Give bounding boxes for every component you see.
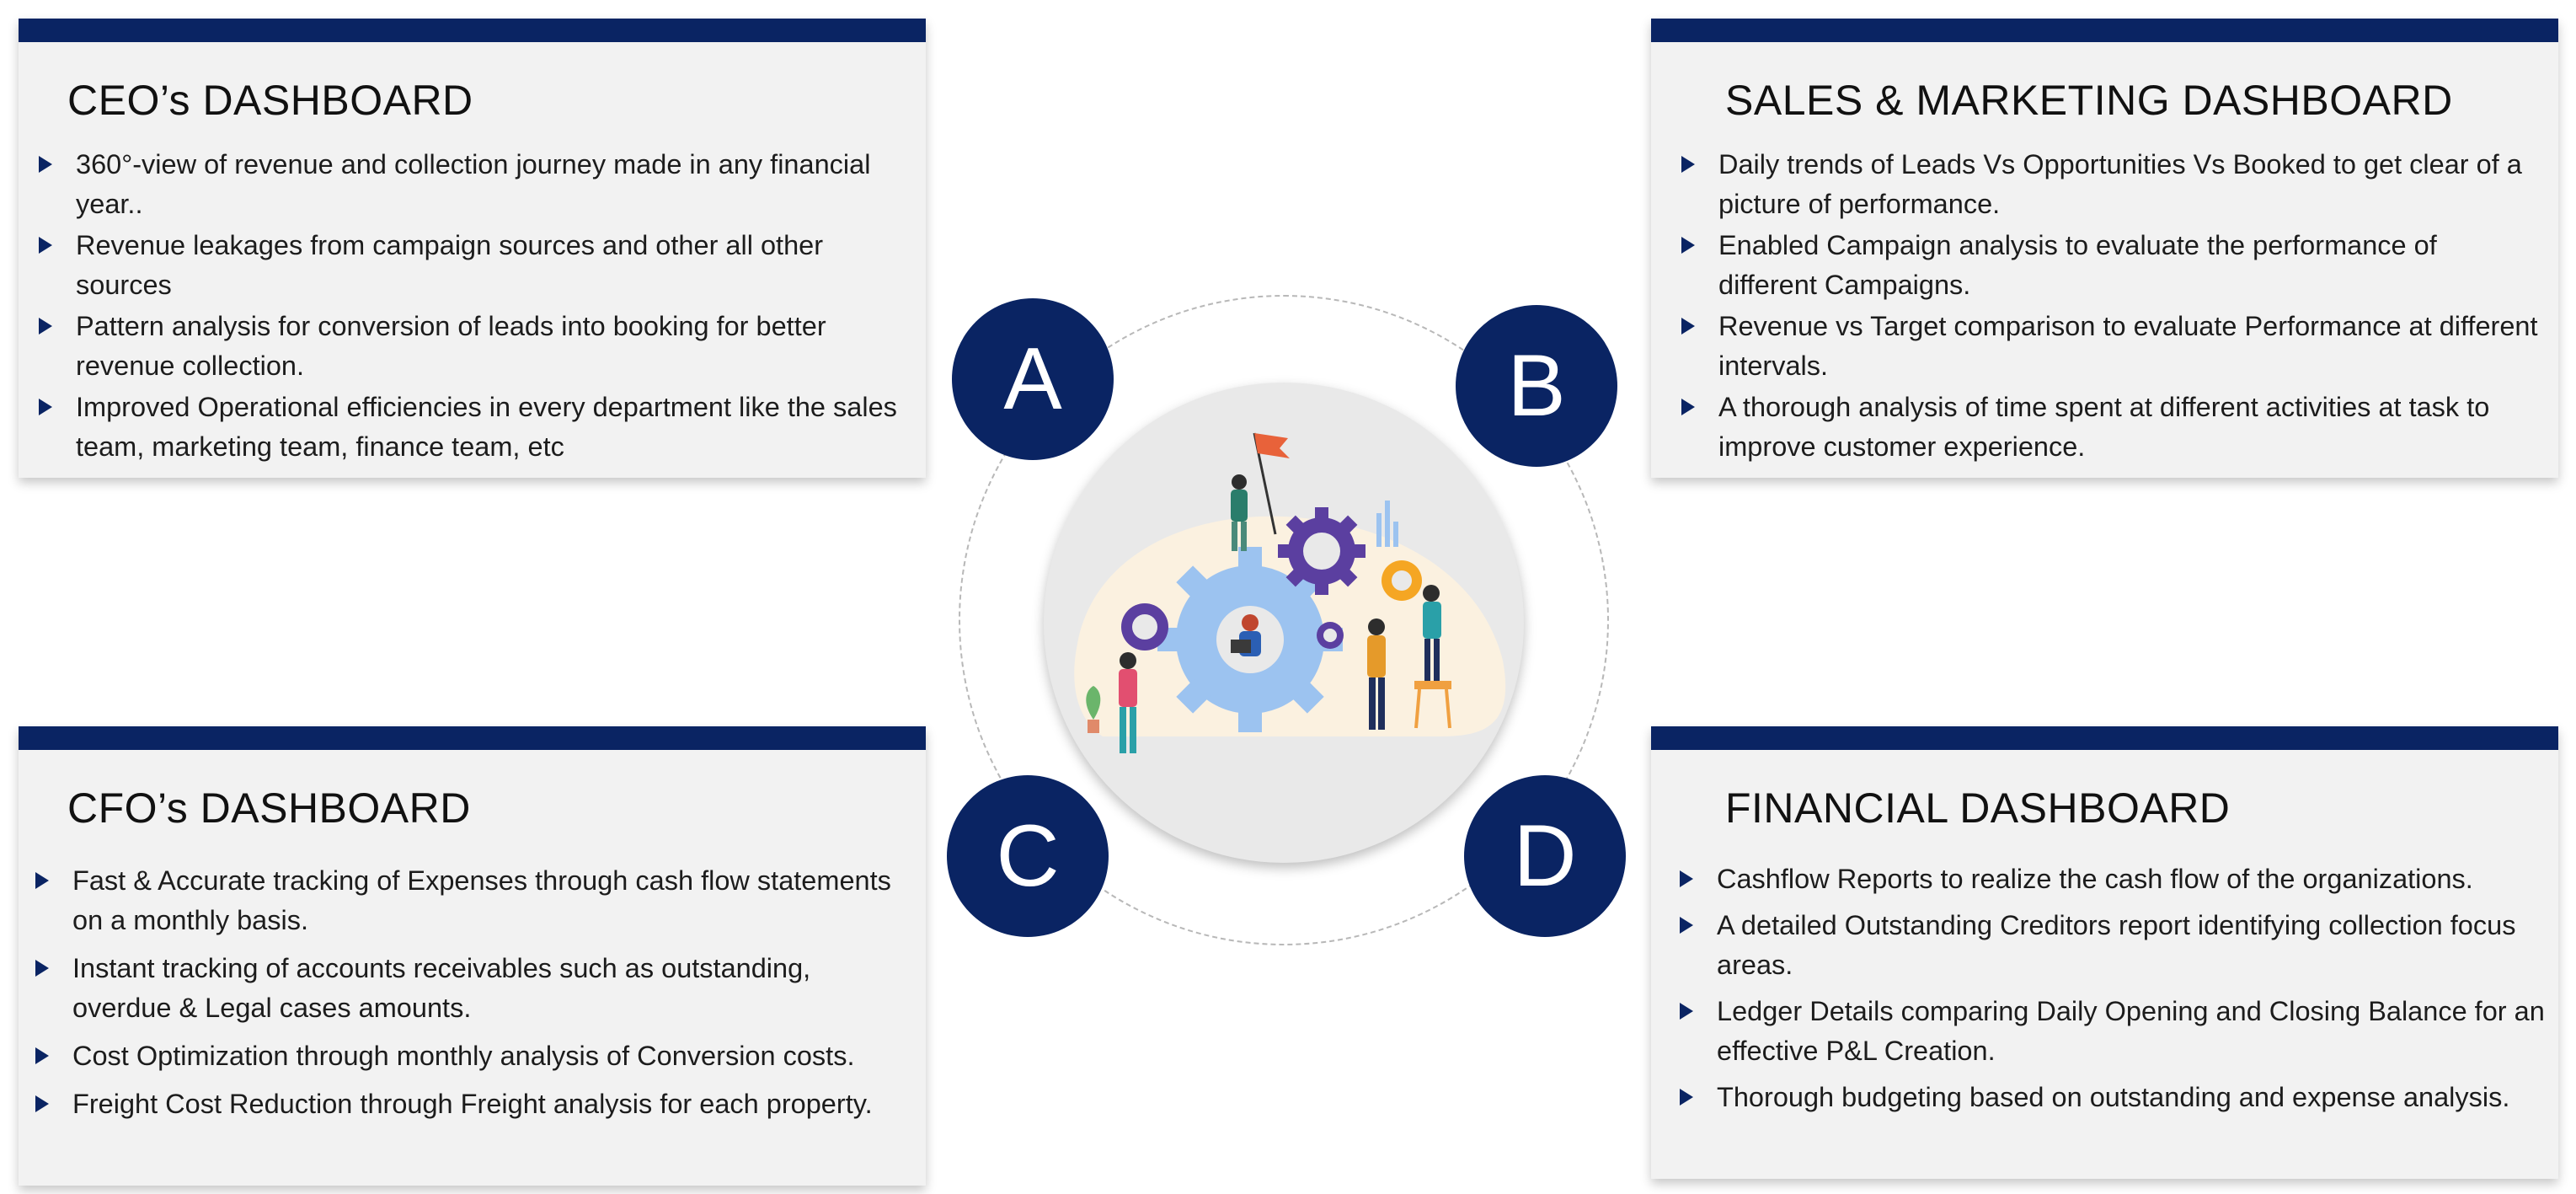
badge-b: B [1456, 305, 1617, 467]
list-item: Revenue leakages from campaign sources a… [39, 226, 906, 305]
list-item: Cost Optimization through monthly analys… [35, 1036, 911, 1076]
bullet-arrow-icon [1680, 1003, 1693, 1020]
card-header-bar [19, 19, 926, 42]
bullet-arrow-icon [1681, 399, 1695, 415]
bullet-arrow-icon [35, 1095, 49, 1112]
feature-list: Fast & Accurate tracking of Expenses thr… [35, 861, 911, 1132]
badge-c: C [947, 775, 1109, 937]
bullet-arrow-icon [39, 318, 52, 335]
bullet-arrow-icon [35, 960, 49, 977]
center-illustration [1044, 383, 1524, 863]
list-item: Cashflow Reports to realize the cash flo… [1680, 859, 2547, 899]
list-item: Revenue vs Target comparison to evaluate… [1681, 307, 2541, 386]
card-header-bar [1651, 726, 2558, 750]
bullet-arrow-icon [35, 872, 49, 889]
list-item: Improved Operational efficiencies in eve… [39, 388, 906, 467]
list-item: Ledger Details comparing Daily Opening a… [1680, 992, 2547, 1071]
list-item: A thorough analysis of time spent at dif… [1681, 388, 2541, 467]
sales-marketing-dashboard-card: SALES & MARKETING DASHBOARD Daily trends… [1651, 19, 2558, 478]
bullet-arrow-icon [1680, 1089, 1693, 1106]
list-item: A detailed Outstanding Creditors report … [1680, 906, 2547, 985]
cfo-dashboard-card: CFO’s DASHBOARD Fast & Accurate tracking… [19, 726, 926, 1186]
bullet-arrow-icon [1681, 156, 1695, 173]
card-title: FINANCIAL DASHBOARD [1725, 784, 2231, 832]
list-item: Daily trends of Leads Vs Opportunities V… [1681, 145, 2541, 224]
bullet-arrow-icon [39, 237, 52, 254]
card-header-bar [19, 726, 926, 750]
list-item: 360°-view of revenue and collection jour… [39, 145, 906, 224]
list-item: Enabled Campaign analysis to evaluate th… [1681, 226, 2541, 305]
bullet-arrow-icon [1680, 870, 1693, 887]
feature-list: Daily trends of Leads Vs Opportunities V… [1681, 145, 2541, 468]
card-header-bar [1651, 19, 2558, 42]
teamwork-gears-icon [1074, 432, 1506, 753]
badge-d: D [1464, 775, 1626, 937]
card-title: CFO’s DASHBOARD [67, 784, 471, 832]
bullet-arrow-icon [1680, 917, 1693, 934]
feature-list: Cashflow Reports to realize the cash flo… [1680, 859, 2547, 1124]
bullet-arrow-icon [1681, 318, 1695, 335]
ceo-dashboard-card: CEO’s DASHBOARD 360°-view of revenue and… [19, 19, 926, 478]
card-title: CEO’s DASHBOARD [67, 77, 473, 124]
bullet-arrow-icon [1681, 237, 1695, 254]
feature-list: 360°-view of revenue and collection jour… [39, 145, 906, 468]
list-item: Pattern analysis for conversion of leads… [39, 307, 906, 386]
bullet-arrow-icon [39, 399, 52, 415]
financial-dashboard-card: FINANCIAL DASHBOARD Cashflow Reports to … [1651, 726, 2558, 1179]
list-item: Fast & Accurate tracking of Expenses thr… [35, 861, 911, 940]
list-item: Freight Cost Reduction through Freight a… [35, 1084, 911, 1124]
bullet-arrow-icon [35, 1047, 49, 1064]
dashed-orbit-ring [959, 295, 1609, 945]
list-item: Thorough budgeting based on outstanding … [1680, 1078, 2547, 1117]
bullet-arrow-icon [39, 156, 52, 173]
badge-a: A [952, 298, 1114, 460]
list-item: Instant tracking of accounts receivables… [35, 949, 911, 1028]
card-title: SALES & MARKETING DASHBOARD [1725, 77, 2453, 124]
